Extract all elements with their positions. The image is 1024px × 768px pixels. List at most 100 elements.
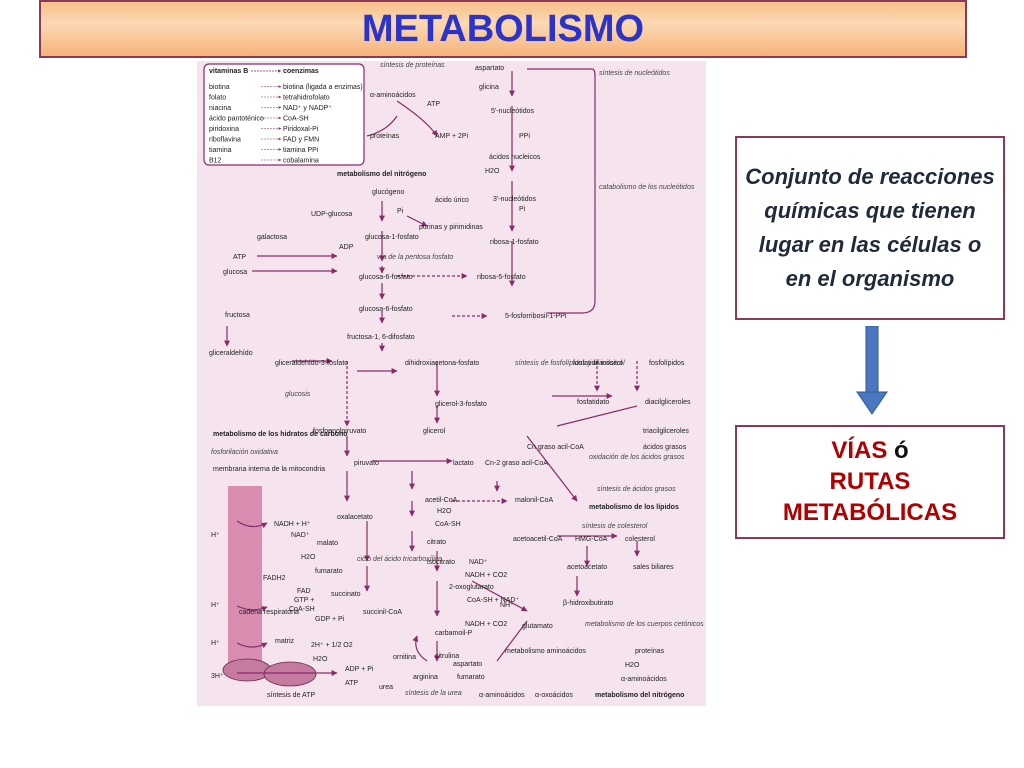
coenzyme-name: tetrahidrofolato — [283, 95, 330, 102]
pathway-label-tres-nucleotidos: 3'-nucleótidos — [493, 196, 536, 203]
pathway-label-catabolismo-nucleotidos: catabolismo de los nucleótidos — [599, 184, 695, 191]
pathway-label-hidroxibutirato: β-hidroxibutirato — [563, 600, 613, 607]
pathway-label-ribosa1: ribosa-1-fosfato — [490, 239, 539, 246]
vitamin-name: riboflavina — [209, 137, 241, 144]
vitamin-name: folato — [209, 95, 226, 102]
atp-synthase-right — [263, 661, 317, 687]
pathway-label-arginina: arginina — [413, 674, 438, 681]
pathway-label-alfa-oxo: α-oxoácidos — [535, 692, 573, 699]
pathway-label-graso-acil: graso acil-CoA — [502, 460, 548, 467]
pathway-label-ornitina: ornitina — [393, 654, 416, 661]
pathway-label-fumarato: fumarato — [315, 568, 343, 575]
pathway-label-glicerol3: glicerol-3-fosfato — [435, 401, 487, 408]
pathway-label-nad: NAD⁺ — [291, 532, 310, 539]
vitamin-name: niacina — [209, 105, 231, 112]
pathway-label-gliceraldehido3: gliceraldehído-3-fosfato — [275, 360, 348, 367]
pathway-label-aspartato: aspartato — [475, 65, 504, 72]
pathway-label-oxoglutarato: 2-oxoglutarato — [449, 584, 494, 591]
pathway-label-metab-lipidos: metabolismo de los lípidos — [589, 504, 679, 511]
pathway-label-colesterol: colesterol — [625, 536, 655, 543]
vitamin-name: tiamina — [209, 147, 232, 154]
coenzyme-name: Piridoxal-Pi — [283, 126, 319, 133]
pathway-label-succinil: succinil-CoA — [363, 609, 402, 616]
pathway-label-malato: malato — [317, 540, 338, 547]
vias-box: VÍAS ó RUTAS METABÓLICAS — [735, 425, 1005, 539]
pathway-label-piruvato: piruvato — [354, 460, 379, 467]
pathway-label-diacilgliceroles: diacilgliceroles — [645, 399, 691, 406]
pathway-label-tres-h: 3H⁺ — [211, 673, 224, 680]
definition-text: Conjunto de reacciones químicas que tien… — [745, 164, 995, 291]
pathway-label-fosfoenolpiruvato: fosfoenolpiruvato — [313, 428, 366, 435]
pathway-label-fosfolipidos: fosfolípidos — [649, 360, 685, 367]
pathway-label-alfa-amino3: α-aminoácidos — [479, 692, 525, 699]
mitochondrial-membrane — [228, 486, 262, 671]
title-banner: METABOLISMO — [39, 0, 967, 58]
vitamin-name: ácido pantoténico — [209, 116, 264, 123]
pathway-label-purinas: purinas y pirimidinas — [419, 224, 483, 231]
pathway-label-gdp: GDP + Pi — [315, 616, 345, 623]
pathway-label-metab-aminoacidos: metabolismo aminoácidos — [505, 648, 586, 655]
pathway-label-fosfatidil: fosfatidil inositol — [573, 360, 623, 367]
pathway-label-glicina: glicina — [479, 84, 499, 91]
pathway-label-h2o: H2O — [485, 168, 500, 175]
pathway-label-triacilgliceroles: triacilgliceroles — [643, 428, 689, 435]
pathway-label-h-plus: H⁺ — [211, 640, 220, 647]
pathway-label-gliceraldehido: gliceraldehído — [209, 350, 253, 357]
pathway-label-hmg: HMG-CoA — [575, 536, 608, 543]
pathway-label-acidos-grasos: ácidos grasos — [643, 444, 687, 451]
down-arrow-icon — [855, 325, 889, 416]
pathway-label-oxalacetato: oxalacetato — [337, 514, 373, 521]
pathway-label-carbamoil: carbamoil-P — [435, 630, 473, 637]
pathway-label-glucosis: glucosis — [285, 391, 311, 398]
pathway-label-glutamato: glutamato — [522, 623, 553, 630]
pathway-label-fosfatidato: fosfatidato — [577, 399, 609, 406]
pathway-label-glucogeno: glucógeno — [372, 189, 404, 196]
pathway-label-glicerol: glicerol — [423, 428, 446, 435]
coenzyme-name: tiamina PPi — [283, 147, 319, 154]
pathway-label-via-pentosa: vía de la pentosa fosfato — [377, 254, 453, 261]
pathway-label-sintesis-atp: síntesis de ATP — [267, 692, 315, 699]
vitamin-name: biotina — [209, 84, 230, 91]
pathway-label-citrulina: citrulina — [435, 653, 459, 660]
pathway-label-isocitrato: isocitrato — [427, 559, 455, 566]
pathway-label-dihidroxiacetona: dihidroxiacetona-fosfato — [405, 360, 479, 367]
pathway-label-membrana: membrana interna de la mitocondria — [213, 466, 325, 473]
vias-word: VÍAS — [831, 437, 888, 464]
atp-synthase-left — [222, 658, 272, 682]
coenzyme-name: biotina (ligada a enzimas) — [283, 84, 363, 91]
coenzyme-name: FAD y FMN — [283, 137, 319, 144]
pathway-label-nadh-co2: NADH + CO2 — [465, 572, 507, 579]
pathway-label-coa-sh: CoA-SH — [435, 521, 461, 528]
pathway-label-nad: NAD⁺ — [469, 559, 488, 566]
vitamins-box — [203, 63, 365, 166]
pathway-label-succinato: succinato — [331, 591, 361, 598]
pathway-label-proteinas2: proteínas — [635, 648, 665, 655]
pathway-label-ppi: PPi — [519, 133, 530, 140]
vias-o: ó — [894, 437, 909, 464]
pathway-label-acetoacetil: acetoacetil-CoA — [513, 536, 563, 543]
pathway-label-citrato: citrato — [427, 539, 446, 546]
pathway-label-acidos-nucleicos: ácidos nucleicos — [489, 154, 541, 161]
pathway-label-fructosa: fructosa — [225, 312, 250, 319]
pathway-label-metab-nitrogeno2: metabolismo del nitrógeno — [595, 692, 684, 699]
pathway-label-pi: Pi — [397, 208, 404, 215]
pathway-label-alfa-aminoacidos: α-aminoácidos — [370, 92, 416, 99]
pathway-label-atp: ATP — [345, 680, 358, 687]
pathway-label-acetil-coa: acetil-CoA — [425, 497, 458, 504]
pathway-label-oxidacion: oxidación de los ácidos grasos — [589, 454, 685, 461]
pathway-label-sintesis-fosfolipidos: síntesis de fosfolípidos y triacilcerol — [515, 360, 625, 367]
coenzyme-name: cobalamina — [283, 158, 319, 165]
pathway-label-fosforribosil: 5-fosforribosil-1-PPi — [505, 313, 567, 320]
pathway-label-pi: Pi — [519, 206, 526, 213]
pathway-label-aspartato: aspartato — [453, 661, 482, 668]
pathway-label-nh: NH⁺ — [500, 602, 514, 609]
pathway-label-ribosa5: ribosa-5-fosfato — [477, 274, 526, 281]
pathway-label-dos-h: 2H⁺ + 1/2 O2 — [311, 642, 353, 649]
coenzymes-header: coenzimas — [283, 68, 319, 75]
pathway-label-nadh-co2: NADH + CO2 — [465, 621, 507, 628]
pathway-label-glucosa6: glucosa-6-fosfato — [359, 306, 413, 313]
pathway-label-sintesis-proteinas: síntesis de proteínas — [380, 62, 445, 69]
pathway-label-glucosa1: glucosa-1-fosfato — [365, 234, 419, 241]
